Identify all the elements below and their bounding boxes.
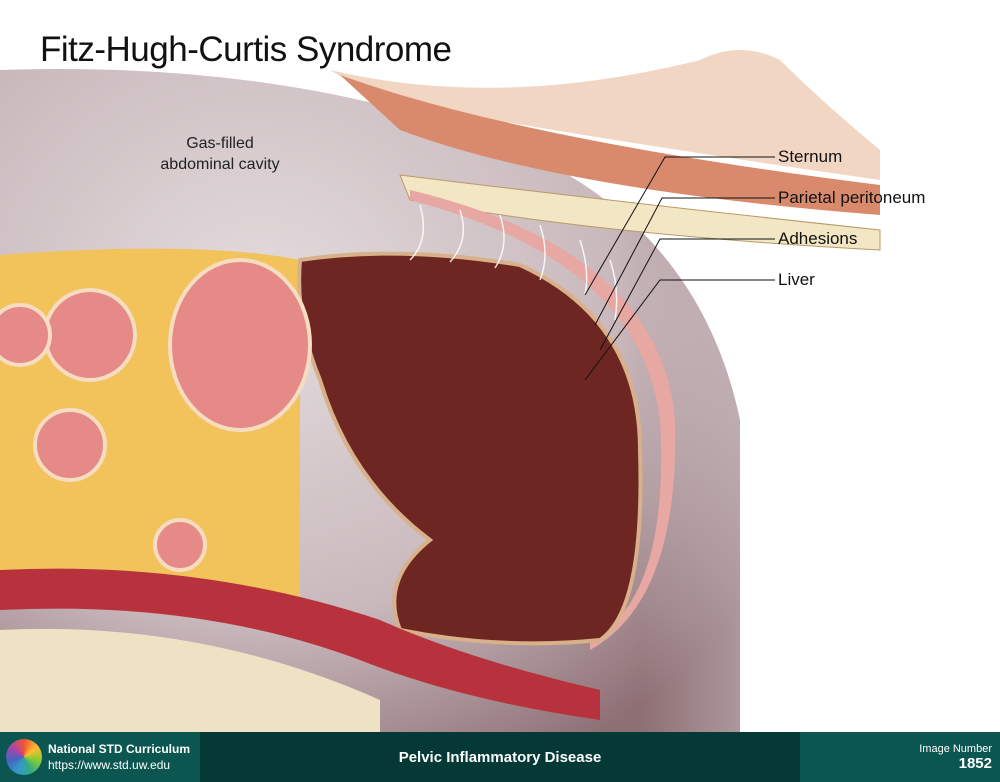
- adhesions: [409, 204, 618, 321]
- footer-org[interactable]: National STD Curriculum https://www.std.…: [0, 732, 200, 782]
- org-url[interactable]: https://www.std.uw.edu: [48, 758, 171, 772]
- label-sternum: Sternum: [778, 147, 843, 166]
- footer-image-number: Image Number 1852: [800, 732, 1000, 782]
- aorta: [0, 568, 600, 720]
- muscle-layer: [340, 75, 880, 215]
- skin: [330, 50, 880, 180]
- curriculum-logo-icon: [6, 739, 42, 775]
- footer: National STD Curriculum https://www.std.…: [0, 732, 1000, 782]
- label-liver: Liver: [778, 270, 815, 289]
- anatomy-illustration: [0, 0, 1000, 732]
- gas-cavity-annotation: Gas-filled abdominal cavity: [140, 133, 300, 175]
- page-title: Fitz-Hugh-Curtis Syndrome: [40, 30, 452, 69]
- label-adhesions: Adhesions: [778, 229, 858, 248]
- callout-lines: [584, 156, 775, 381]
- peritoneum: [410, 190, 676, 650]
- liver: [297, 251, 643, 646]
- image-number: 1852: [958, 754, 992, 772]
- spine: [0, 628, 380, 732]
- footer-topic: Pelvic Inflammatory Disease: [200, 732, 800, 782]
- gas-annotation-line1: Gas-filled: [186, 135, 254, 152]
- gas-annotation-line2: abdominal cavity: [160, 156, 280, 173]
- label-parietal-peritoneum: Parietal peritoneum: [778, 188, 926, 207]
- intestines: [0, 258, 312, 572]
- image-number-label: Image Number: [919, 742, 992, 755]
- org-name: National STD Curriculum: [48, 742, 191, 756]
- sternum: [399, 174, 881, 251]
